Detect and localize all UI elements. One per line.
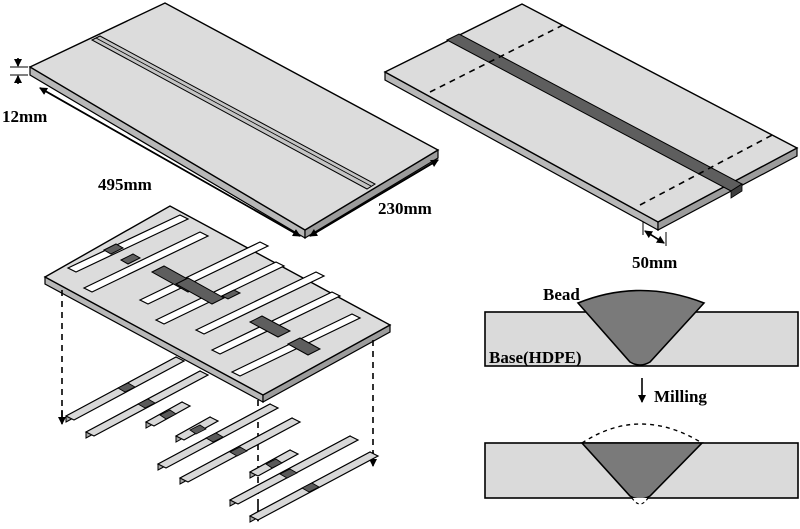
grooved-plate — [10, 2, 440, 240]
width-label: 230mm — [378, 199, 432, 218]
cut-plate — [43, 205, 392, 522]
base-label: Base(HDPE) — [489, 348, 582, 367]
cross-section-before — [484, 289, 799, 367]
slot-group-b — [138, 241, 286, 325]
specimen — [178, 417, 302, 485]
specimen — [64, 356, 186, 423]
specimen — [156, 403, 280, 471]
bead-label: Bead — [543, 285, 580, 304]
cut-line-2 — [639, 132, 777, 206]
removed-root-outline — [631, 497, 649, 505]
specimen — [174, 416, 220, 443]
specimen — [84, 370, 210, 439]
specimen-width-label: 50mm — [632, 253, 677, 272]
cut-line-1 — [429, 23, 566, 93]
specimens — [64, 356, 380, 523]
thickness-label: 12mm — [2, 107, 47, 126]
cross-section-after — [484, 423, 799, 505]
slot-group-a — [66, 214, 210, 293]
bead-section — [576, 289, 706, 366]
milling-label: Milling — [654, 387, 707, 406]
specimen — [144, 401, 192, 429]
specimen — [248, 449, 300, 479]
specimen — [248, 451, 380, 523]
removed-bead-outline — [581, 423, 703, 444]
specimen — [228, 435, 360, 507]
welded-plate — [383, 3, 799, 246]
length-label: 495mm — [98, 175, 152, 194]
slot-group-c — [194, 271, 362, 377]
